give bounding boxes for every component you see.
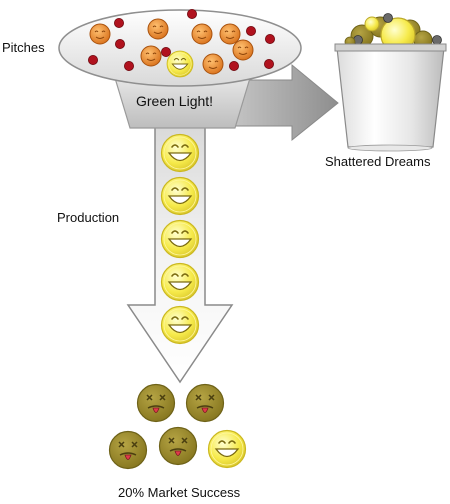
smiley-face-icon (166, 50, 194, 78)
sick-face-icon (108, 430, 148, 470)
orange-ball-icon (89, 23, 111, 45)
smiley-face-icon (160, 133, 200, 173)
red-dot-icon (245, 25, 257, 36)
orange-ball-icon (232, 39, 254, 61)
orange-ball-icon (219, 23, 241, 45)
smiley-face-icon (160, 262, 200, 302)
market-results (108, 383, 247, 470)
red-dot-icon (228, 61, 240, 71)
smiley-face-icon (160, 219, 200, 259)
red-dot-icon (88, 55, 98, 65)
red-dot-icon (264, 34, 276, 44)
sick-face-icon (185, 383, 225, 423)
smiley-face-icon (160, 305, 200, 345)
production-faces (160, 133, 200, 345)
red-dot-icon (115, 39, 125, 49)
orange-ball-icon (202, 53, 224, 75)
smiley-face-icon (207, 429, 247, 469)
red-dot-icon (124, 61, 135, 71)
orange-ball-icon (140, 45, 162, 67)
orange-ball-icon (147, 18, 169, 40)
red-dot-icon (263, 59, 275, 69)
sick-face-icon (158, 426, 198, 466)
production-label: Production (57, 210, 120, 225)
market-success-label: 20% Market Success (118, 485, 241, 500)
sick-face-icon (136, 383, 176, 423)
trash-bin-icon (334, 13, 447, 152)
red-dot-icon (186, 8, 198, 20)
pitches-label: Pitches (2, 40, 45, 55)
smiley-face-icon (160, 176, 200, 216)
green-light-label: Green Light! (136, 93, 214, 109)
orange-ball-icon (191, 23, 213, 45)
red-dot-icon (114, 17, 124, 29)
red-dot-icon (160, 47, 172, 57)
pitches-pool (58, 9, 302, 87)
shattered-dreams-label: Shattered Dreams (325, 154, 431, 169)
